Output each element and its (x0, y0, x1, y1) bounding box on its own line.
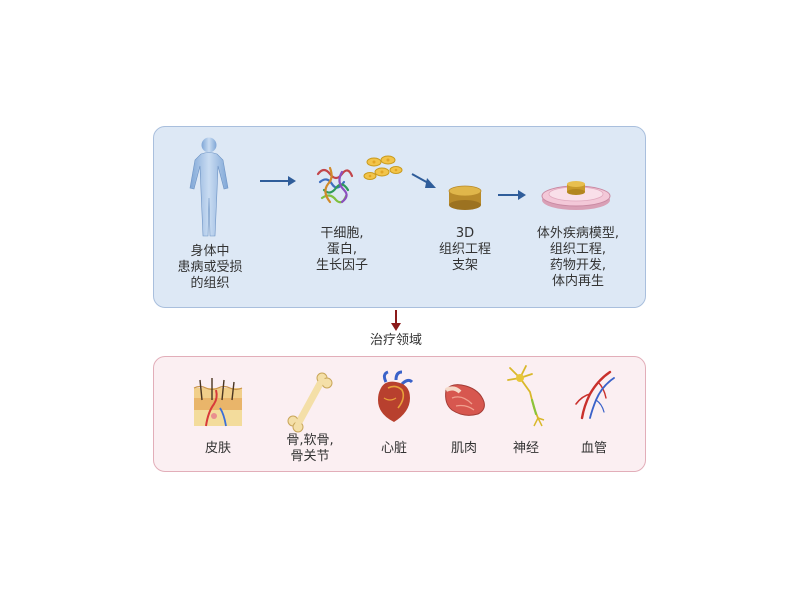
stem-cells-proteins-icon (316, 155, 403, 204)
bone-icon (287, 372, 333, 433)
therapy-label-bone: 骨,软骨, 骨关节 (286, 433, 334, 464)
therapy-label-nerve: 神经 (512, 441, 539, 456)
flow-arrow-2 (411, 173, 436, 188)
skin-icon (193, 378, 243, 427)
step-label-stem-cells: 干细胞, 蛋白, 生长因子 (315, 226, 368, 273)
therapy-label-heart: 心脏 (380, 441, 407, 456)
workflow-panel (153, 126, 646, 308)
connector-label: 治疗领域 (369, 333, 422, 348)
connector-arrow (391, 310, 401, 331)
petri-dish-icon (541, 181, 611, 210)
therapy-label-skin: 皮肤 (204, 441, 231, 456)
human-body-icon (189, 137, 229, 237)
flow-arrow-1 (260, 176, 296, 186)
step-label-applications: 体外疾病模型, 组织工程, 药物开发, 体内再生 (536, 226, 620, 289)
muscle-icon (445, 384, 485, 416)
step-label-scaffold: 3D 组织工程 支架 (438, 226, 491, 273)
neuron-icon (507, 365, 545, 427)
scaffold-icon (448, 185, 482, 210)
therapy-label-blood-vessel: 血管 (580, 441, 607, 456)
heart-icon (378, 370, 414, 422)
step-label-diseased-tissue: 身体中 患病或受损 的组织 (177, 244, 243, 291)
blood-vessel-icon (575, 370, 615, 420)
therapy-label-muscle: 肌肉 (450, 441, 477, 456)
flow-arrow-3 (498, 190, 526, 200)
